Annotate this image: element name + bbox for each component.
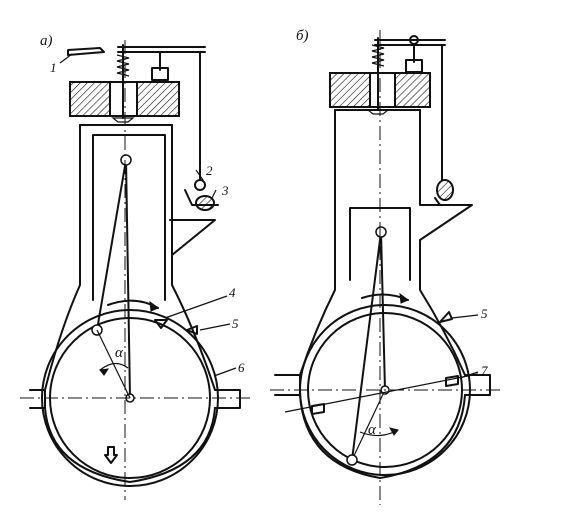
marker-7-arrow-right	[445, 375, 459, 387]
valve-spring-b	[371, 44, 385, 67]
callout-7: 7	[481, 363, 488, 378]
callout-5-b: 5	[481, 306, 488, 321]
cylinder-head-left-a	[69, 81, 111, 117]
crank-pin-b	[346, 454, 358, 466]
cylinder-head-right-a	[136, 81, 180, 117]
callout-4: 4	[229, 285, 236, 300]
valve-port-b	[369, 72, 396, 108]
cam-b	[436, 179, 454, 201]
panel-a-label: а)	[40, 33, 53, 49]
cylinder-head-left-b	[329, 72, 371, 108]
valve-head-a	[111, 117, 135, 123]
housing-bowl-b	[299, 394, 466, 479]
angle-label-a: α	[115, 345, 124, 361]
rocker-support-a	[151, 67, 169, 81]
panel-b: б)	[270, 28, 500, 505]
callout-5-a: 5	[232, 316, 239, 331]
panel-b-label: б)	[296, 28, 309, 44]
housing-bowl-a	[44, 407, 216, 483]
flange-right-a	[214, 389, 241, 409]
cam-a	[195, 195, 215, 211]
housing-outline-b	[299, 109, 473, 376]
flange-left-a	[29, 389, 46, 409]
callout-1: 1	[50, 60, 57, 75]
callout-2: 2	[206, 163, 213, 178]
marker-bottom-arrow-a	[104, 446, 118, 464]
valve-spring-a	[116, 54, 130, 77]
decompressor-lever-a	[67, 47, 105, 56]
piston-a	[92, 134, 166, 301]
panel-a: а)	[20, 33, 250, 500]
marker-7-arrow-left	[311, 403, 325, 415]
cam-follower-roller-a	[194, 179, 206, 191]
rocker-support-b	[405, 59, 423, 73]
wrist-pin-b	[375, 226, 387, 238]
callout-6: 6	[238, 360, 245, 375]
marker-4-arrow	[154, 319, 168, 329]
flange-right-b	[464, 374, 491, 396]
connecting-rod-b-2	[380, 231, 386, 391]
connecting-rod-a-2	[125, 159, 131, 399]
marker-5-arrow-a	[186, 325, 198, 335]
angle-label-b: α	[368, 422, 377, 438]
valve-head-b	[366, 109, 390, 115]
angle-arc-a	[99, 362, 129, 371]
housing-outline-a	[44, 124, 216, 396]
wrist-pin-a	[120, 154, 132, 166]
callout-3: 3	[221, 183, 229, 198]
marker-5-arrow-b	[439, 311, 453, 323]
cam-bracket-a	[184, 189, 219, 206]
flange-left-b	[274, 374, 301, 396]
cylinder-head-right-b	[394, 72, 431, 108]
cam-bracket-b	[434, 197, 461, 206]
connecting-rod-a-1	[96, 159, 127, 331]
connecting-rod-b-1	[351, 231, 382, 461]
